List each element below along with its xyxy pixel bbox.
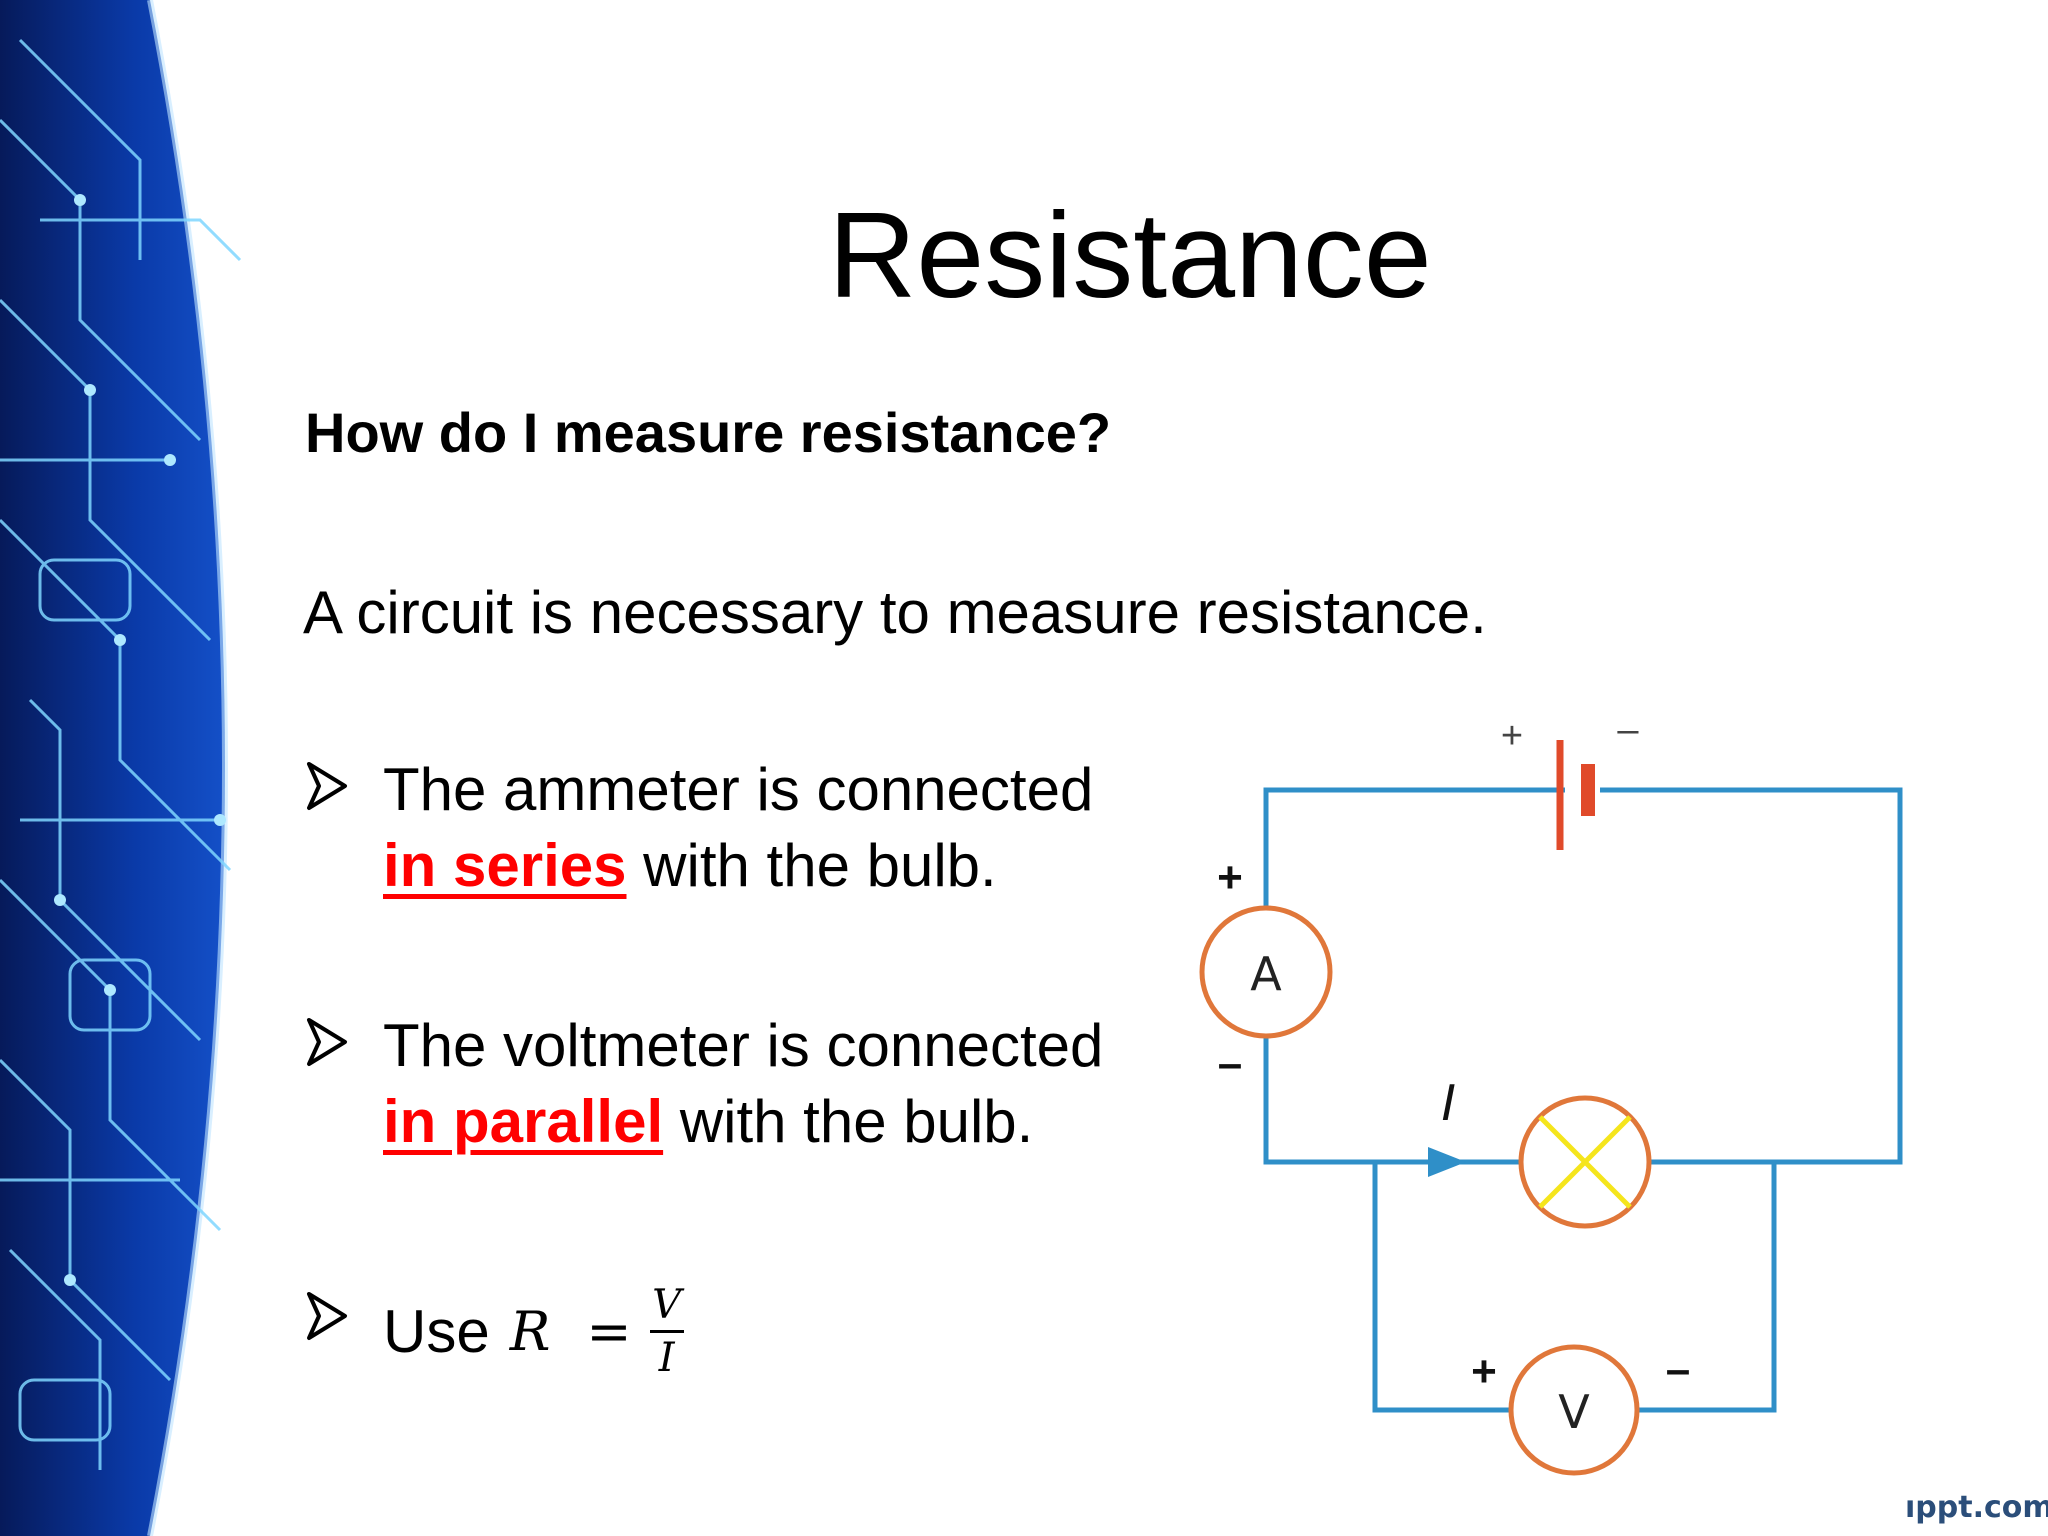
series-highlight: in series: [383, 832, 627, 899]
bullet-ammeter-rest: with the bulb.: [626, 832, 997, 899]
circuit-diagram: + – A + – I V + –: [1199, 709, 1903, 1476]
circuit-board-decoration: [0, 0, 242, 1536]
slide-title: Resistance: [828, 187, 1432, 323]
current-arrow: I: [1428, 1074, 1466, 1177]
battery-plus-sign: +: [1501, 715, 1523, 757]
intro-text: A circuit is necessary to measure resist…: [303, 579, 1487, 646]
fraction-bar: [649, 1330, 684, 1333]
arrow-bullet-icon: [307, 762, 347, 810]
voltmeter: V + –: [1471, 1344, 1690, 1476]
ammeter: A + –: [1199, 853, 1333, 1088]
parallel-highlight: in parallel: [383, 1088, 664, 1155]
formula-lhs: R: [509, 1299, 551, 1363]
bullet-voltmeter-rest: with the bulb.: [663, 1088, 1034, 1155]
voltmeter-label: V: [1558, 1385, 1590, 1439]
ohms-law-formula: Use R = V I: [383, 1282, 684, 1381]
watermark: ıppt.com: [1905, 1490, 2048, 1525]
battery: + –: [1501, 709, 1639, 850]
ammeter-label: A: [1250, 947, 1282, 1001]
battery-minus-sign: –: [1617, 709, 1639, 751]
formula-equals: =: [586, 1299, 632, 1363]
arrow-bullet-icon: [307, 1292, 347, 1340]
formula-denominator: I: [658, 1335, 675, 1381]
bulb: [1518, 1095, 1652, 1229]
formula-fraction: V I: [649, 1282, 684, 1381]
bullet-voltmeter-line1: The voltmeter is connected: [383, 1012, 1104, 1079]
ammeter-plus-sign: +: [1217, 853, 1243, 902]
bullet-ammeter-line1: The ammeter is connected: [383, 756, 1094, 823]
question-heading: How do I measure resistance?: [305, 401, 1112, 464]
formula-numerator: V: [652, 1282, 682, 1328]
voltmeter-plus-sign: +: [1471, 1347, 1497, 1396]
current-label: I: [1441, 1074, 1455, 1132]
formula-lead: Use: [383, 1297, 490, 1365]
voltmeter-minus-sign: –: [1666, 1345, 1690, 1394]
arrow-bullet-icon: [307, 1018, 347, 1066]
ammeter-minus-sign: –: [1218, 1039, 1242, 1088]
